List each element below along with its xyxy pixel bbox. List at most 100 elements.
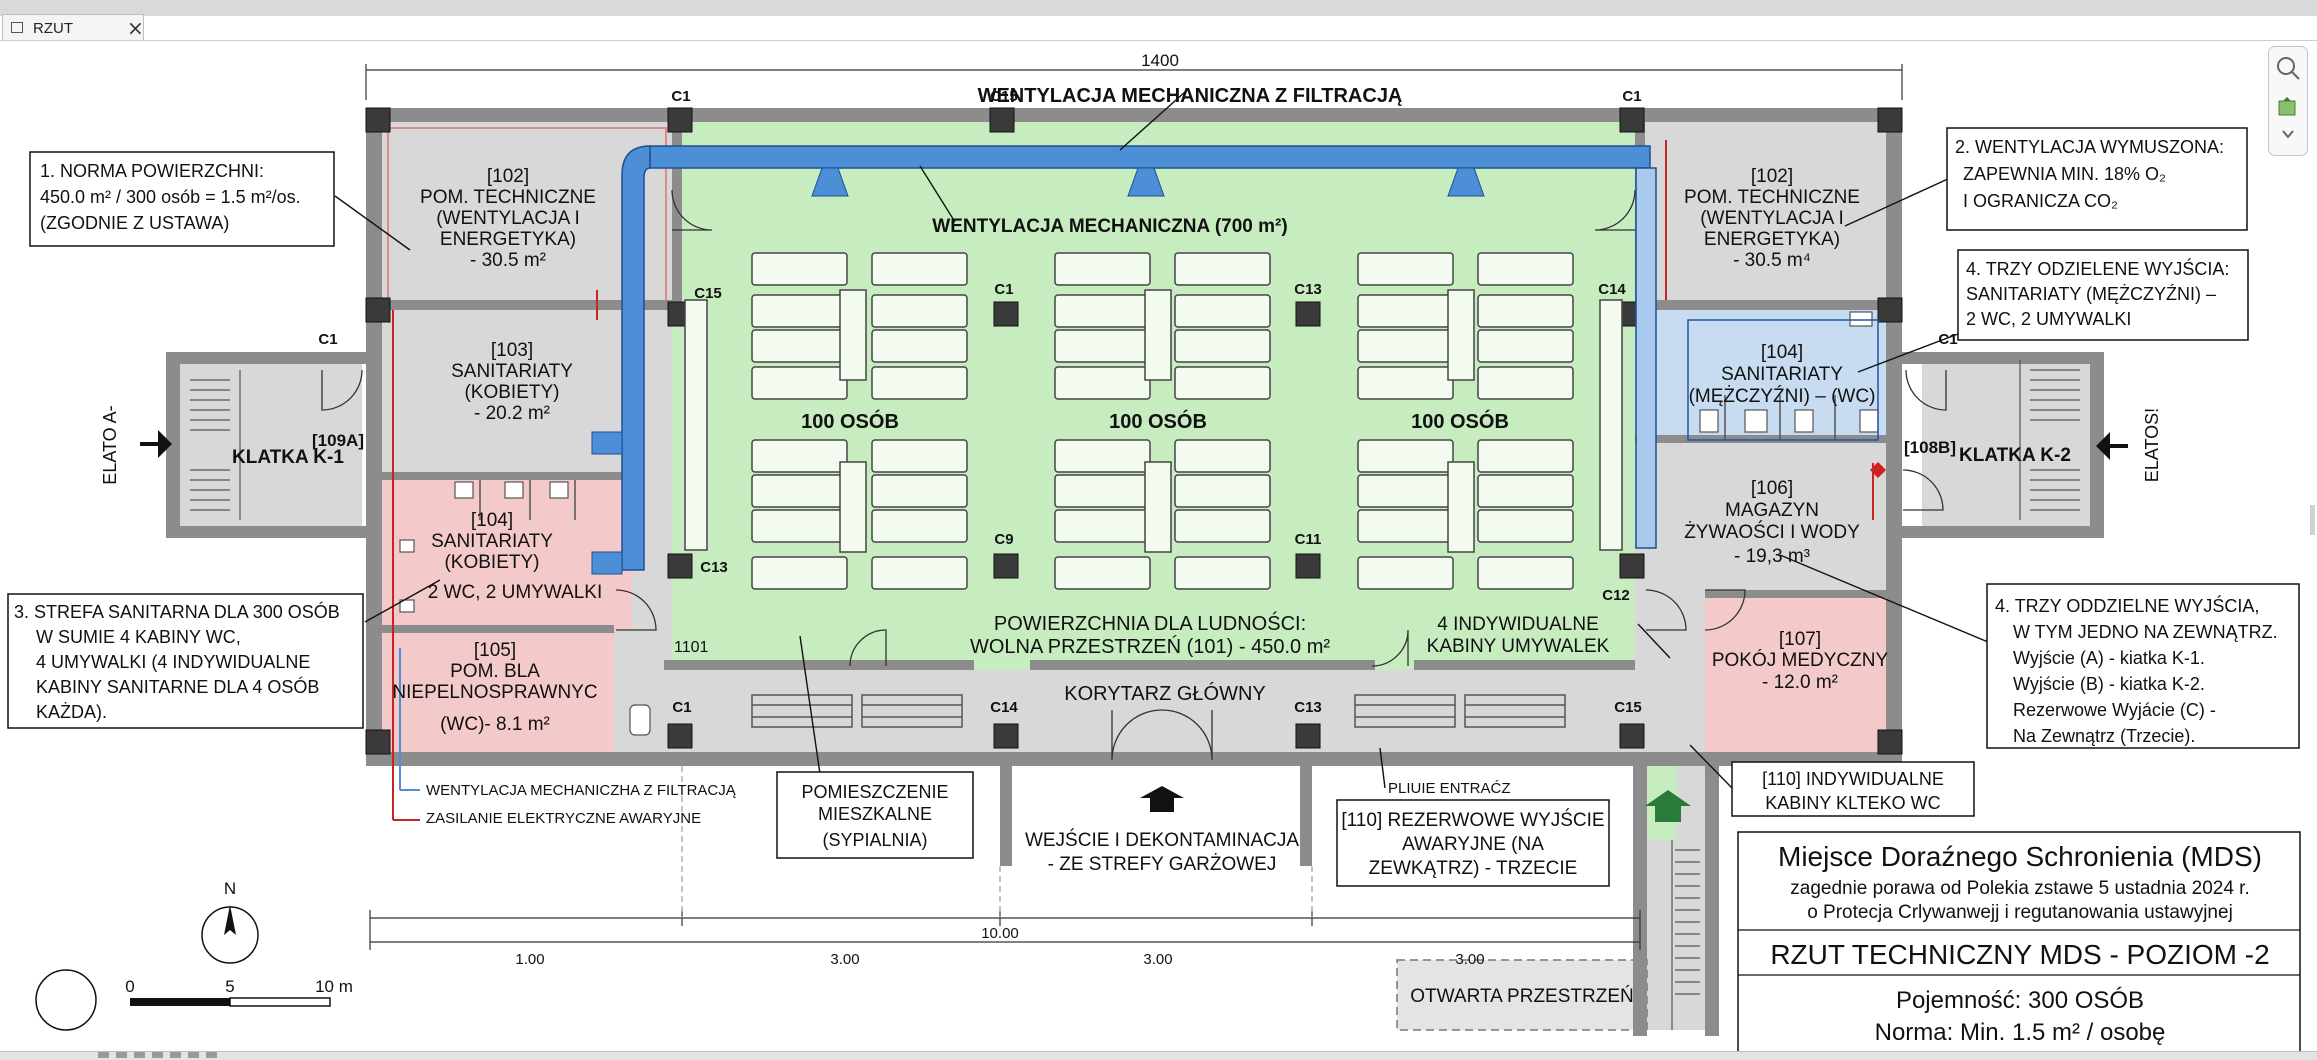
north-label: N (224, 879, 236, 898)
col-label-c1e: C1 (994, 281, 1013, 298)
room-tech-left-line-0: [102] (487, 166, 529, 187)
washbasins-line-0: 4 INDYWIDUALNE (1437, 614, 1599, 635)
zone-san-men (1635, 310, 1902, 443)
entry-arrow-right (2096, 432, 2128, 460)
col-label-c9: C9 (994, 531, 1013, 548)
note4b-line-4: Rezerwowe Wyjácie (C) - (2013, 700, 2216, 720)
beds (684, 252, 1623, 590)
window-top-bar (0, 0, 2317, 16)
door-swings (321, 189, 1947, 761)
status-bar (0, 1051, 2317, 1060)
scale-10: 10 m (315, 977, 353, 996)
note4b-line-0: 4. TRZY ODDZIELNE WYJŚCIA, (1995, 595, 2259, 616)
statusbar-crop-icon[interactable] (206, 1052, 217, 1058)
stair-left-num: [109A] (312, 431, 364, 450)
statusbar-scale-icon[interactable] (98, 1052, 109, 1058)
note4b-line-3: Wyjście (B) - kiatka K-2. (2013, 674, 2205, 694)
note2-line-1: ZAPEWNIA MIN. 18% O₂ (1963, 164, 2166, 184)
room-103-line-0: [103] (491, 340, 533, 361)
scale-bar-white (229, 997, 331, 1007)
title-block-dividers (1738, 929, 2300, 976)
room-tech-left-line-2: (WENTYLACJA I (436, 208, 580, 229)
wc-110-line-1: KABINY KLTEKO WC (1765, 793, 1940, 813)
leader-lines (334, 91, 2001, 789)
note2-line-2: I OGRANICZA CO₂ (1963, 191, 2118, 211)
note4b-line-1: W TYM JEDNO NA ZEWNĄTRZ. (2013, 622, 2278, 642)
dim-1: 1.00 (515, 951, 544, 968)
residential-line-0: POMIESZCZENIE (801, 782, 948, 802)
col-label-c13b: C13 (700, 559, 728, 576)
stairs-exit (1671, 840, 1700, 1030)
grid-lines (681, 766, 1313, 918)
washbasins-line-1: KABINY UMYWALEK (1427, 636, 1610, 657)
statusbar-style-icon[interactable] (152, 1052, 163, 1058)
main-area-line-1: WOLNA PRZESTRZEŃ (101) - 450.0 m² (970, 635, 1330, 658)
room-105-line-0: [105] (474, 640, 516, 661)
stairs-left (190, 370, 241, 520)
room-104w-line-0: [104] (471, 510, 513, 531)
ventilation-duct (591, 145, 1657, 575)
room-tech-left-line-4: - 30.5 m² (470, 250, 546, 271)
note1-line-1: 450.0 m² / 300 osób = 1.5 m²/os. (40, 187, 301, 207)
label-entry-right: ELATOS! (2142, 408, 2162, 482)
tab-rzut[interactable]: RZUT × (2, 14, 144, 41)
close-icon[interactable]: × (127, 16, 144, 40)
room-105-line-1: POM. BLA (450, 661, 540, 682)
scrollbar-thumb[interactable] (2310, 505, 2315, 535)
note1-line-2: (ZGODNIE Z USTAWA) (40, 213, 229, 233)
dim-overall: 1400 (1141, 51, 1179, 70)
statusbar-sun-icon[interactable] (170, 1052, 181, 1058)
note3-line-4: KAŻDA). (36, 702, 107, 722)
room-104w-line-3: 2 WC, 2 UMYWALKI (428, 582, 603, 603)
pan-icon[interactable] (2275, 95, 2301, 121)
room-104w-line-2: (KOBIETY) (444, 552, 539, 573)
dimension-lines (365, 64, 1903, 950)
zoom-icon[interactable] (2275, 55, 2301, 81)
scale-5: 5 (225, 977, 234, 996)
stairs-right (2019, 360, 2080, 520)
entry-arrow-left (140, 430, 172, 458)
zone-tech-right (1635, 122, 1902, 310)
zone-vestibule (1635, 593, 1705, 752)
col-label-c1c: C1 (318, 331, 337, 348)
detail-marker-circle (35, 969, 97, 1031)
tab-label: RZUT (33, 20, 73, 37)
room-103-line-1: SANITARIATY (451, 361, 573, 382)
room-104m-line-2: (MĘŻCZYŹNI) – (WC) (1689, 386, 1876, 407)
room-105-line-3: (WC)- 8.1 m² (440, 714, 550, 735)
room-tech-right-line-4: - 30.5 m⁴ (1733, 250, 1811, 271)
reserve-exit-line-0: [110] REZERWOWE WYJŚCIE (1341, 809, 1604, 831)
col-label-c12: C12 (1602, 587, 1630, 604)
col-label-c14a: C14 (1598, 281, 1626, 298)
room-tech-right-line-1: POM. TECHNICZNE (1684, 187, 1860, 208)
statusbar-shadow-icon[interactable] (188, 1052, 199, 1058)
title-block-title: Miejsce Doraźnego Schronienia (MDS) (1778, 841, 2262, 872)
col-label-c15b: C15 (694, 285, 722, 302)
chevron-down-icon[interactable] (2275, 125, 2301, 151)
statusbar-detail-icon[interactable] (134, 1052, 145, 1058)
room-tech-right-line-0: [102] (1751, 166, 1793, 187)
entrance-line-0: WEJŚCIE I DEKONTAMINACJA (1025, 829, 1299, 851)
zone-medical-107 (1705, 593, 1902, 752)
annotation-boxes (7, 127, 2301, 1053)
corridor-benches (751, 694, 1566, 728)
zone-stair-left (180, 355, 362, 535)
reserve-exit-line-2: ZEWKĄTRZ) - TRZECIE (1369, 858, 1578, 879)
dim-2: 3.00 (830, 951, 859, 968)
col-label-c13c: C13 (1294, 699, 1322, 716)
legend-vent-text: WENTYLACJA MECHANICZHA Z FILTRACJĄ (426, 782, 737, 799)
persons-2: 100 OSÓB (1109, 409, 1207, 433)
room-107-line-0: [107] (1779, 629, 1821, 650)
document-icon (11, 22, 23, 33)
room-tech-left-line-1: POM. TECHNICZNE (420, 187, 596, 208)
note1-line-0: 1. NORMA POWIERZCHNI: (40, 161, 264, 181)
navigation-bar (2268, 46, 2308, 156)
zone-disabled-105 (382, 630, 614, 752)
statusbar-view-icon[interactable] (116, 1052, 127, 1058)
col-label-c13a: C13 (1294, 281, 1322, 298)
room-tech-left-line-3: ENERGETYKA) (440, 229, 576, 250)
residential-line-2: (SYPIALNIA) (822, 830, 927, 850)
note3-line-0: 3. STREFA SANITARNA DLA 300 OSÓB (14, 601, 340, 622)
title-block-subtitle-1: zagednie porawa od Polekia zstawe 5 usta… (1790, 878, 2249, 899)
